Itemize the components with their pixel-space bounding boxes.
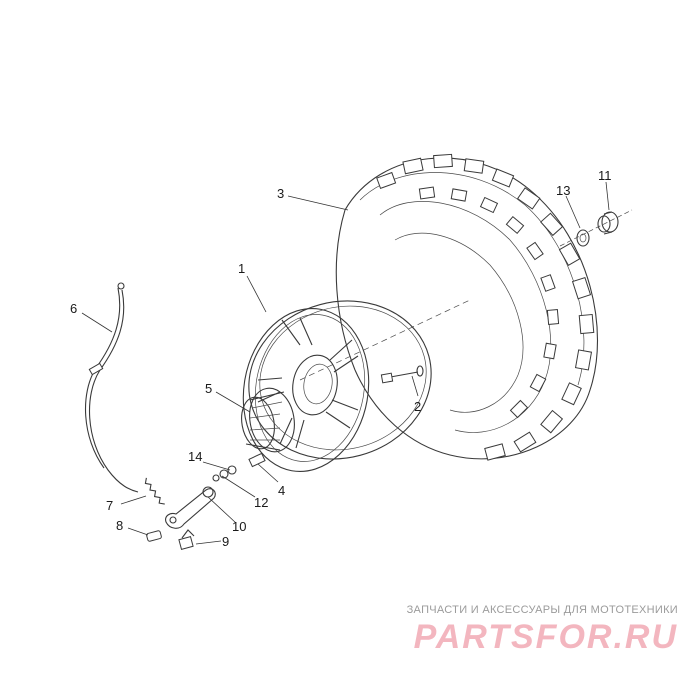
callout-2: 2 xyxy=(414,399,421,414)
callout-12: 12 xyxy=(254,495,268,510)
axle-spacers xyxy=(212,452,266,482)
watermark-tagline: ЗАПЧАСТИ И АКСЕССУАРЫ ДЛЯ МОТОТЕХНИКИ xyxy=(406,604,678,616)
watermark-logo: PARTSFOR.RU xyxy=(413,618,678,656)
callout-6: 6 xyxy=(70,301,77,316)
screw xyxy=(146,530,162,542)
hub-bearing xyxy=(597,211,619,235)
leader-lines xyxy=(81,181,610,545)
tire-tread xyxy=(376,153,595,461)
callout-8: 8 xyxy=(116,518,123,533)
callout-11: 11 xyxy=(598,168,612,183)
callout-14: 14 xyxy=(188,449,202,464)
brake-lever xyxy=(165,486,216,529)
callout-1: 1 xyxy=(238,261,245,276)
callout-9: 9 xyxy=(222,534,229,549)
valve-pin xyxy=(380,365,424,384)
tire xyxy=(299,153,599,461)
cable-spring xyxy=(144,477,165,505)
hub-washer xyxy=(576,229,590,247)
brake-cable xyxy=(84,282,139,493)
callout-10: 10 xyxy=(232,519,246,534)
callout-labels: 1 2 3 4 5 6 7 8 9 10 11 12 13 14 xyxy=(70,168,612,549)
bolt xyxy=(178,529,195,550)
watermark: ЗАПЧАСТИ И АКСЕССУАРЫ ДЛЯ МОТОТЕХНИКИ PA… xyxy=(407,604,678,657)
callout-13: 13 xyxy=(556,183,570,198)
brake-drum xyxy=(241,387,295,453)
rim xyxy=(242,300,432,473)
callout-7: 7 xyxy=(106,498,113,513)
rim-spokes xyxy=(257,317,359,449)
callout-3: 3 xyxy=(277,186,284,201)
callout-4: 4 xyxy=(278,483,285,498)
callout-5: 5 xyxy=(205,381,212,396)
